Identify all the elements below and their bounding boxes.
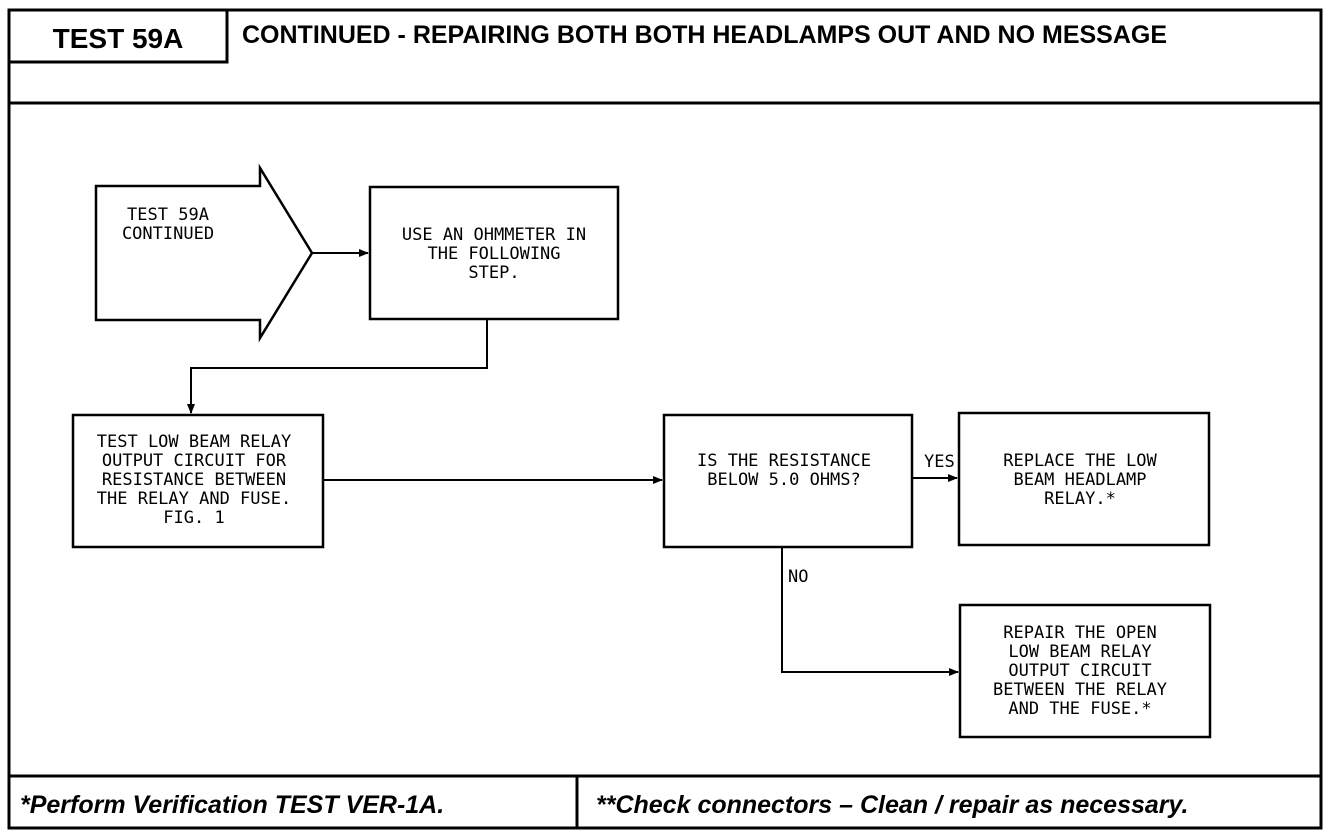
node-text-line: FIG. 1 <box>163 508 224 528</box>
footer-connectors-note: **Check connectors – Clean / repair as n… <box>596 791 1188 819</box>
test-id-label: TEST 59A <box>53 23 184 54</box>
ohmmeter-node <box>368 185 620 321</box>
node-text-line: BEAM HEADLAMP <box>1013 470 1146 490</box>
repair-circuit-node <box>958 603 1212 739</box>
node-text-line: BETWEEN THE RELAY <box>993 680 1167 700</box>
node-text-line: TEST 59A <box>127 205 209 225</box>
node-text-line: OUTPUT CIRCUIT <box>1008 661 1151 681</box>
node-text-line: AND THE FUSE.* <box>1008 699 1151 719</box>
node-text-line: TEST LOW BEAM RELAY <box>97 432 291 452</box>
edge-ohmmeter-to-test <box>187 319 488 414</box>
node-text-line: RELAY.* <box>1044 489 1116 509</box>
yes-label: YES <box>924 452 955 472</box>
node-text-line: LOW BEAM RELAY <box>1008 642 1151 662</box>
footer-verification-note: *Perform Verification TEST VER-1A. <box>20 791 444 819</box>
node-text-line: CONTINUED <box>122 224 214 244</box>
node-text-line: THE FOLLOWING <box>427 244 560 264</box>
node-text-line: REPAIR THE OPEN <box>1003 623 1157 643</box>
replace-relay-node <box>957 411 1211 547</box>
page-title: CONTINUED - REPAIRING BOTH BOTH HEADLAMP… <box>242 21 1167 49</box>
start-node <box>94 163 314 343</box>
no-label: NO <box>788 567 808 587</box>
node-text-line: IS THE RESISTANCE <box>697 451 871 471</box>
outer-frame <box>7 8 1323 830</box>
edge-decision-no <box>781 547 959 676</box>
resistance-decision-node <box>662 413 914 549</box>
node-text-line: RESISTANCE BETWEEN <box>102 470 286 490</box>
node-text-line: USE AN OHMMETER IN <box>402 225 586 245</box>
node-text-line: STEP. <box>468 263 519 283</box>
node-text-line: BELOW 5.0 OHMS? <box>707 470 861 490</box>
node-text-line: THE RELAY AND FUSE. <box>97 489 291 509</box>
node-text-line: REPLACE THE LOW <box>1003 451 1157 471</box>
node-text-line: OUTPUT CIRCUIT FOR <box>102 451 287 471</box>
test-id-box <box>9 10 229 64</box>
